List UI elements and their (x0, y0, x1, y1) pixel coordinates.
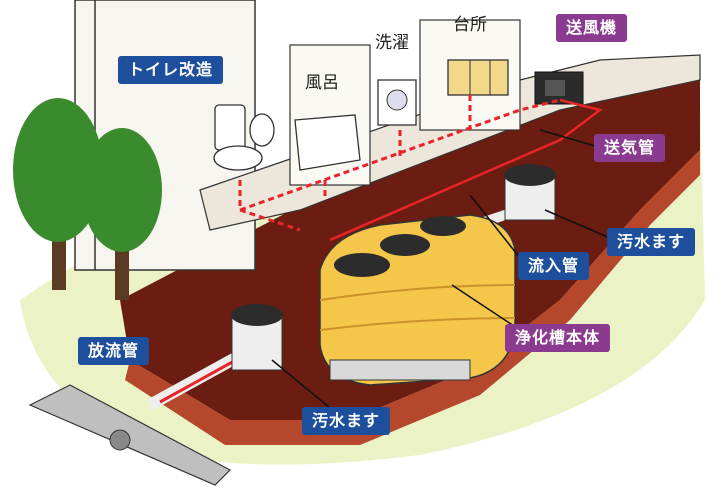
label-blower: 送風機 (556, 14, 628, 42)
pointer-line-air-pipe (539, 129, 596, 147)
pointer-line-basin-bottom (271, 359, 331, 409)
drainage-ditch (28, 384, 231, 486)
label-inflow-pipe: 流入管 (518, 252, 590, 280)
label-discharge-pipe: 放流管 (78, 337, 150, 365)
pointer-line-tank (451, 284, 521, 331)
bathtub-icon (294, 114, 361, 171)
ditch-outlet-icon (109, 429, 131, 451)
blower-icon (534, 71, 584, 105)
tree-icon (13, 98, 162, 300)
label-kitchen: 台所 (453, 15, 487, 35)
label-laundry: 洗濯 (375, 33, 409, 53)
tank-manhole-covers (334, 216, 466, 277)
label-air-pipe: 送気管 (594, 134, 666, 162)
sewage-basin-right-shape (504, 164, 556, 221)
label-sewage-basin-bottom: 汚水ます (302, 407, 391, 435)
label-bath: 風呂 (305, 73, 339, 93)
label-tank-body: 浄化槽本体 (505, 324, 611, 352)
sewage-basin-bottom-shape (231, 304, 283, 371)
pointer-line-basin-right (544, 209, 611, 239)
drain-pipe (238, 95, 561, 232)
toilet-icon (213, 104, 275, 171)
discharge-flow-arrow (159, 353, 246, 404)
washing-machine-icon (377, 79, 417, 126)
excavation-edge (125, 150, 700, 445)
air-pipe-line (329, 98, 603, 242)
label-sewage-basin-right: 汚水ます (607, 228, 696, 256)
label-toilet-retrofit: トイレ改造 (118, 56, 224, 84)
pointer-line-inflow (469, 194, 521, 259)
kitchen-sink-icon (447, 59, 509, 96)
